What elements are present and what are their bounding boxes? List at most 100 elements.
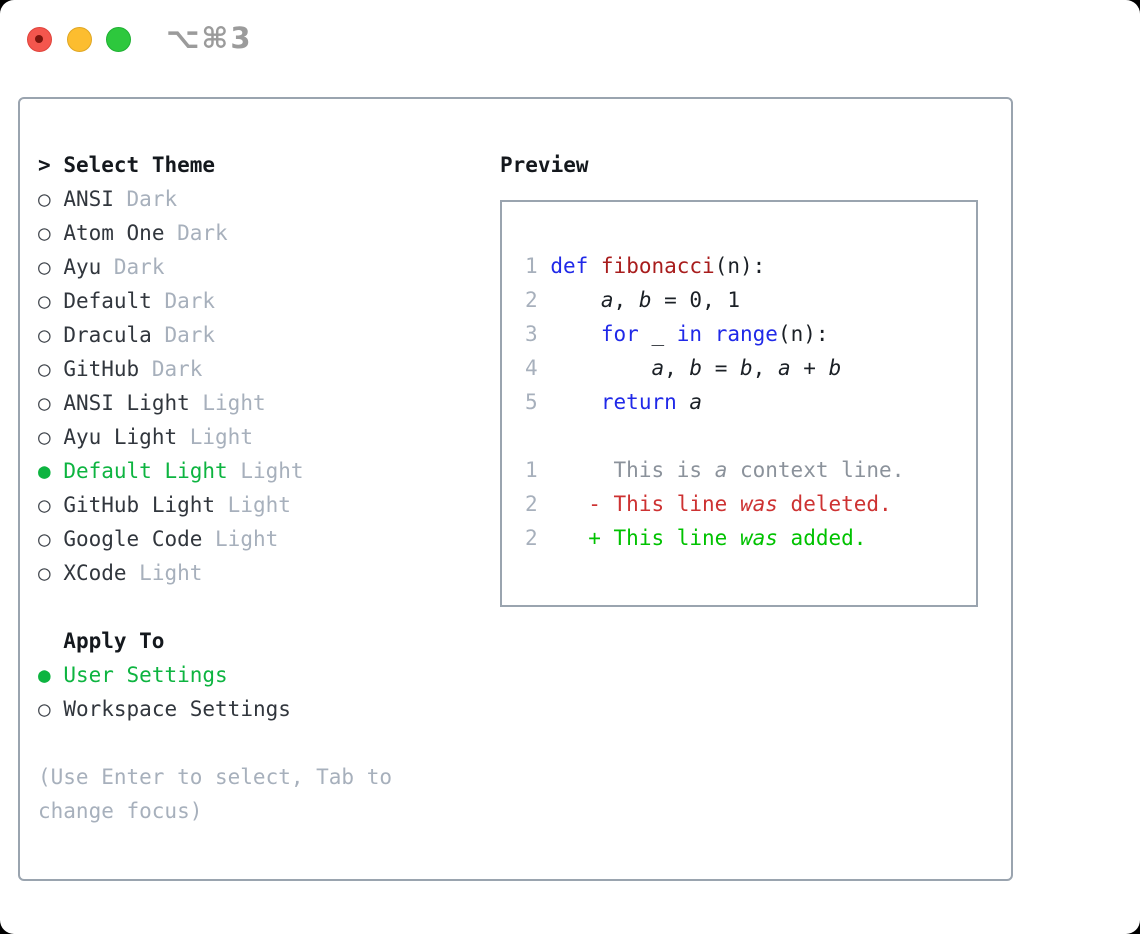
theme-option-github[interactable]: ○ GitHub Dark	[38, 352, 468, 386]
theme-option-label: Ayu	[63, 255, 102, 279]
radio-unselected-icon: ○	[38, 561, 51, 585]
theme-option-label: ANSI	[63, 187, 114, 211]
code-token: in	[676, 322, 703, 346]
theme-option-atom-one[interactable]: ○ Atom One Dark	[38, 216, 468, 250]
code-token: deleted.	[777, 492, 892, 516]
code-token: was	[739, 492, 778, 516]
close-button[interactable]	[27, 27, 52, 52]
theme-option-ansi[interactable]: ○ ANSI Dark	[38, 182, 468, 216]
code-token: ,	[752, 356, 778, 380]
apply-option-label: Workspace Settings	[63, 697, 291, 721]
preview-code-line	[525, 419, 976, 453]
code-token: (n):	[714, 254, 766, 278]
theme-variant-label: Dark	[151, 323, 216, 347]
theme-option-label: ANSI Light	[63, 391, 190, 415]
radio-selected-icon: ●	[38, 663, 51, 687]
code-token: range	[714, 322, 778, 346]
theme-option-ayu-light[interactable]: ○ Ayu Light Light	[38, 420, 468, 454]
radio-unselected-icon: ○	[38, 493, 51, 517]
line-number: 2	[525, 492, 538, 516]
theme-option-default[interactable]: ○ Default Dark	[38, 284, 468, 318]
code-token: + This line	[550, 526, 740, 550]
code-token: return	[600, 390, 677, 414]
code-token: b	[689, 356, 703, 380]
code-token	[588, 254, 601, 278]
code-token: - This line	[550, 492, 740, 516]
theme-variant-label: Dark	[101, 255, 165, 279]
prompt-marker-icon: >	[38, 153, 51, 177]
theme-variant-label: Dark	[113, 187, 178, 211]
radio-unselected-icon: ○	[38, 323, 51, 347]
line-number: 1	[525, 254, 538, 278]
apply-to-title: Apply To	[63, 629, 165, 653]
theme-variant-label: Light	[227, 459, 304, 483]
code-token: a	[714, 458, 728, 482]
theme-option-label: GitHub	[63, 357, 140, 381]
theme-column: > Select Theme ○ ANSI Dark○ Atom One Dar…	[38, 148, 468, 828]
apply-option-workspace-settings[interactable]: ○ Workspace Settings	[38, 692, 468, 726]
code-token: (n):	[777, 322, 829, 346]
theme-list-header: > Select Theme	[38, 148, 468, 182]
code-token	[550, 288, 601, 312]
theme-option-default-light[interactable]: ● Default Light Light	[38, 454, 468, 488]
preview-code-line: 5 return a	[525, 385, 976, 419]
theme-option-ayu[interactable]: ○ Ayu Dark	[38, 250, 468, 284]
code-token: +	[790, 356, 829, 380]
line-number: 1	[525, 458, 538, 482]
preview-column: Preview 1 def fibonacci(n):2 a, b = 0, 1…	[500, 148, 992, 607]
code-token: ,	[664, 356, 690, 380]
theme-option-ansi-light[interactable]: ○ ANSI Light Light	[38, 386, 468, 420]
radio-unselected-icon: ○	[38, 527, 51, 551]
preview-code-line: 1 This is a context line.	[525, 453, 976, 487]
minimize-button[interactable]	[67, 27, 92, 52]
theme-variant-label: Dark	[151, 289, 216, 313]
preview-code-line: 3 for _ in range(n):	[525, 317, 976, 351]
theme-variant-label: Light	[189, 391, 266, 415]
code-token: b	[638, 288, 652, 312]
code-token	[550, 356, 651, 380]
theme-variant-label: Light	[215, 493, 291, 517]
theme-option-label: Google Code	[63, 527, 203, 551]
radio-unselected-icon: ○	[38, 187, 51, 211]
apply-to-section: Apply To ● User Settings○ Workspace Sett…	[38, 624, 468, 726]
theme-picker-panel: > Select Theme ○ ANSI Dark○ Atom One Dar…	[18, 97, 1013, 881]
radio-unselected-icon: ○	[38, 425, 51, 449]
radio-unselected-icon: ○	[38, 221, 51, 245]
code-token: added.	[777, 526, 867, 550]
preview-code-line: 4 a, b = b, a + b	[525, 351, 976, 385]
theme-option-label: Default Light	[63, 459, 228, 483]
theme-option-dracula[interactable]: ○ Dracula Dark	[38, 318, 468, 352]
help-text: (Use Enter to select, Tab to change focu…	[38, 765, 393, 823]
apply-option-user-settings[interactable]: ● User Settings	[38, 658, 468, 692]
code-token	[550, 322, 601, 346]
radio-unselected-icon: ○	[38, 289, 51, 313]
zoom-button[interactable]	[106, 27, 131, 52]
code-token: b	[740, 356, 753, 380]
code-token: for	[600, 322, 639, 346]
preview-title: Preview	[500, 153, 589, 177]
line-number: 5	[525, 390, 538, 414]
code-token: a	[651, 356, 665, 380]
code-token: = 0, 1	[651, 288, 741, 312]
apply-option-label: User Settings	[63, 663, 228, 687]
theme-option-xcode[interactable]: ○ XCode Light	[38, 556, 468, 590]
titlebar: ⌥⌘3	[0, 0, 1140, 76]
theme-option-label: Dracula	[63, 323, 152, 347]
code-token: fibonacci	[600, 254, 715, 278]
preview-code-line: 1 def fibonacci(n):	[525, 249, 976, 283]
theme-list-title: Select Theme	[63, 153, 216, 177]
code-token: def	[550, 254, 589, 278]
theme-option-google-code[interactable]: ○ Google Code Light	[38, 522, 468, 556]
theme-option-label: Ayu Light	[63, 425, 178, 449]
code-token	[702, 322, 715, 346]
theme-option-github-light[interactable]: ○ GitHub Light Light	[38, 488, 468, 522]
apply-to-header: Apply To	[38, 624, 468, 658]
radio-unselected-icon: ○	[38, 697, 51, 721]
theme-option-list: ○ ANSI Dark○ Atom One Dark○ Ayu Dark○ De…	[38, 182, 468, 590]
code-token: ,	[613, 288, 639, 312]
radio-unselected-icon: ○	[38, 357, 51, 381]
code-token: This is	[550, 458, 715, 482]
code-token: =	[702, 356, 741, 380]
